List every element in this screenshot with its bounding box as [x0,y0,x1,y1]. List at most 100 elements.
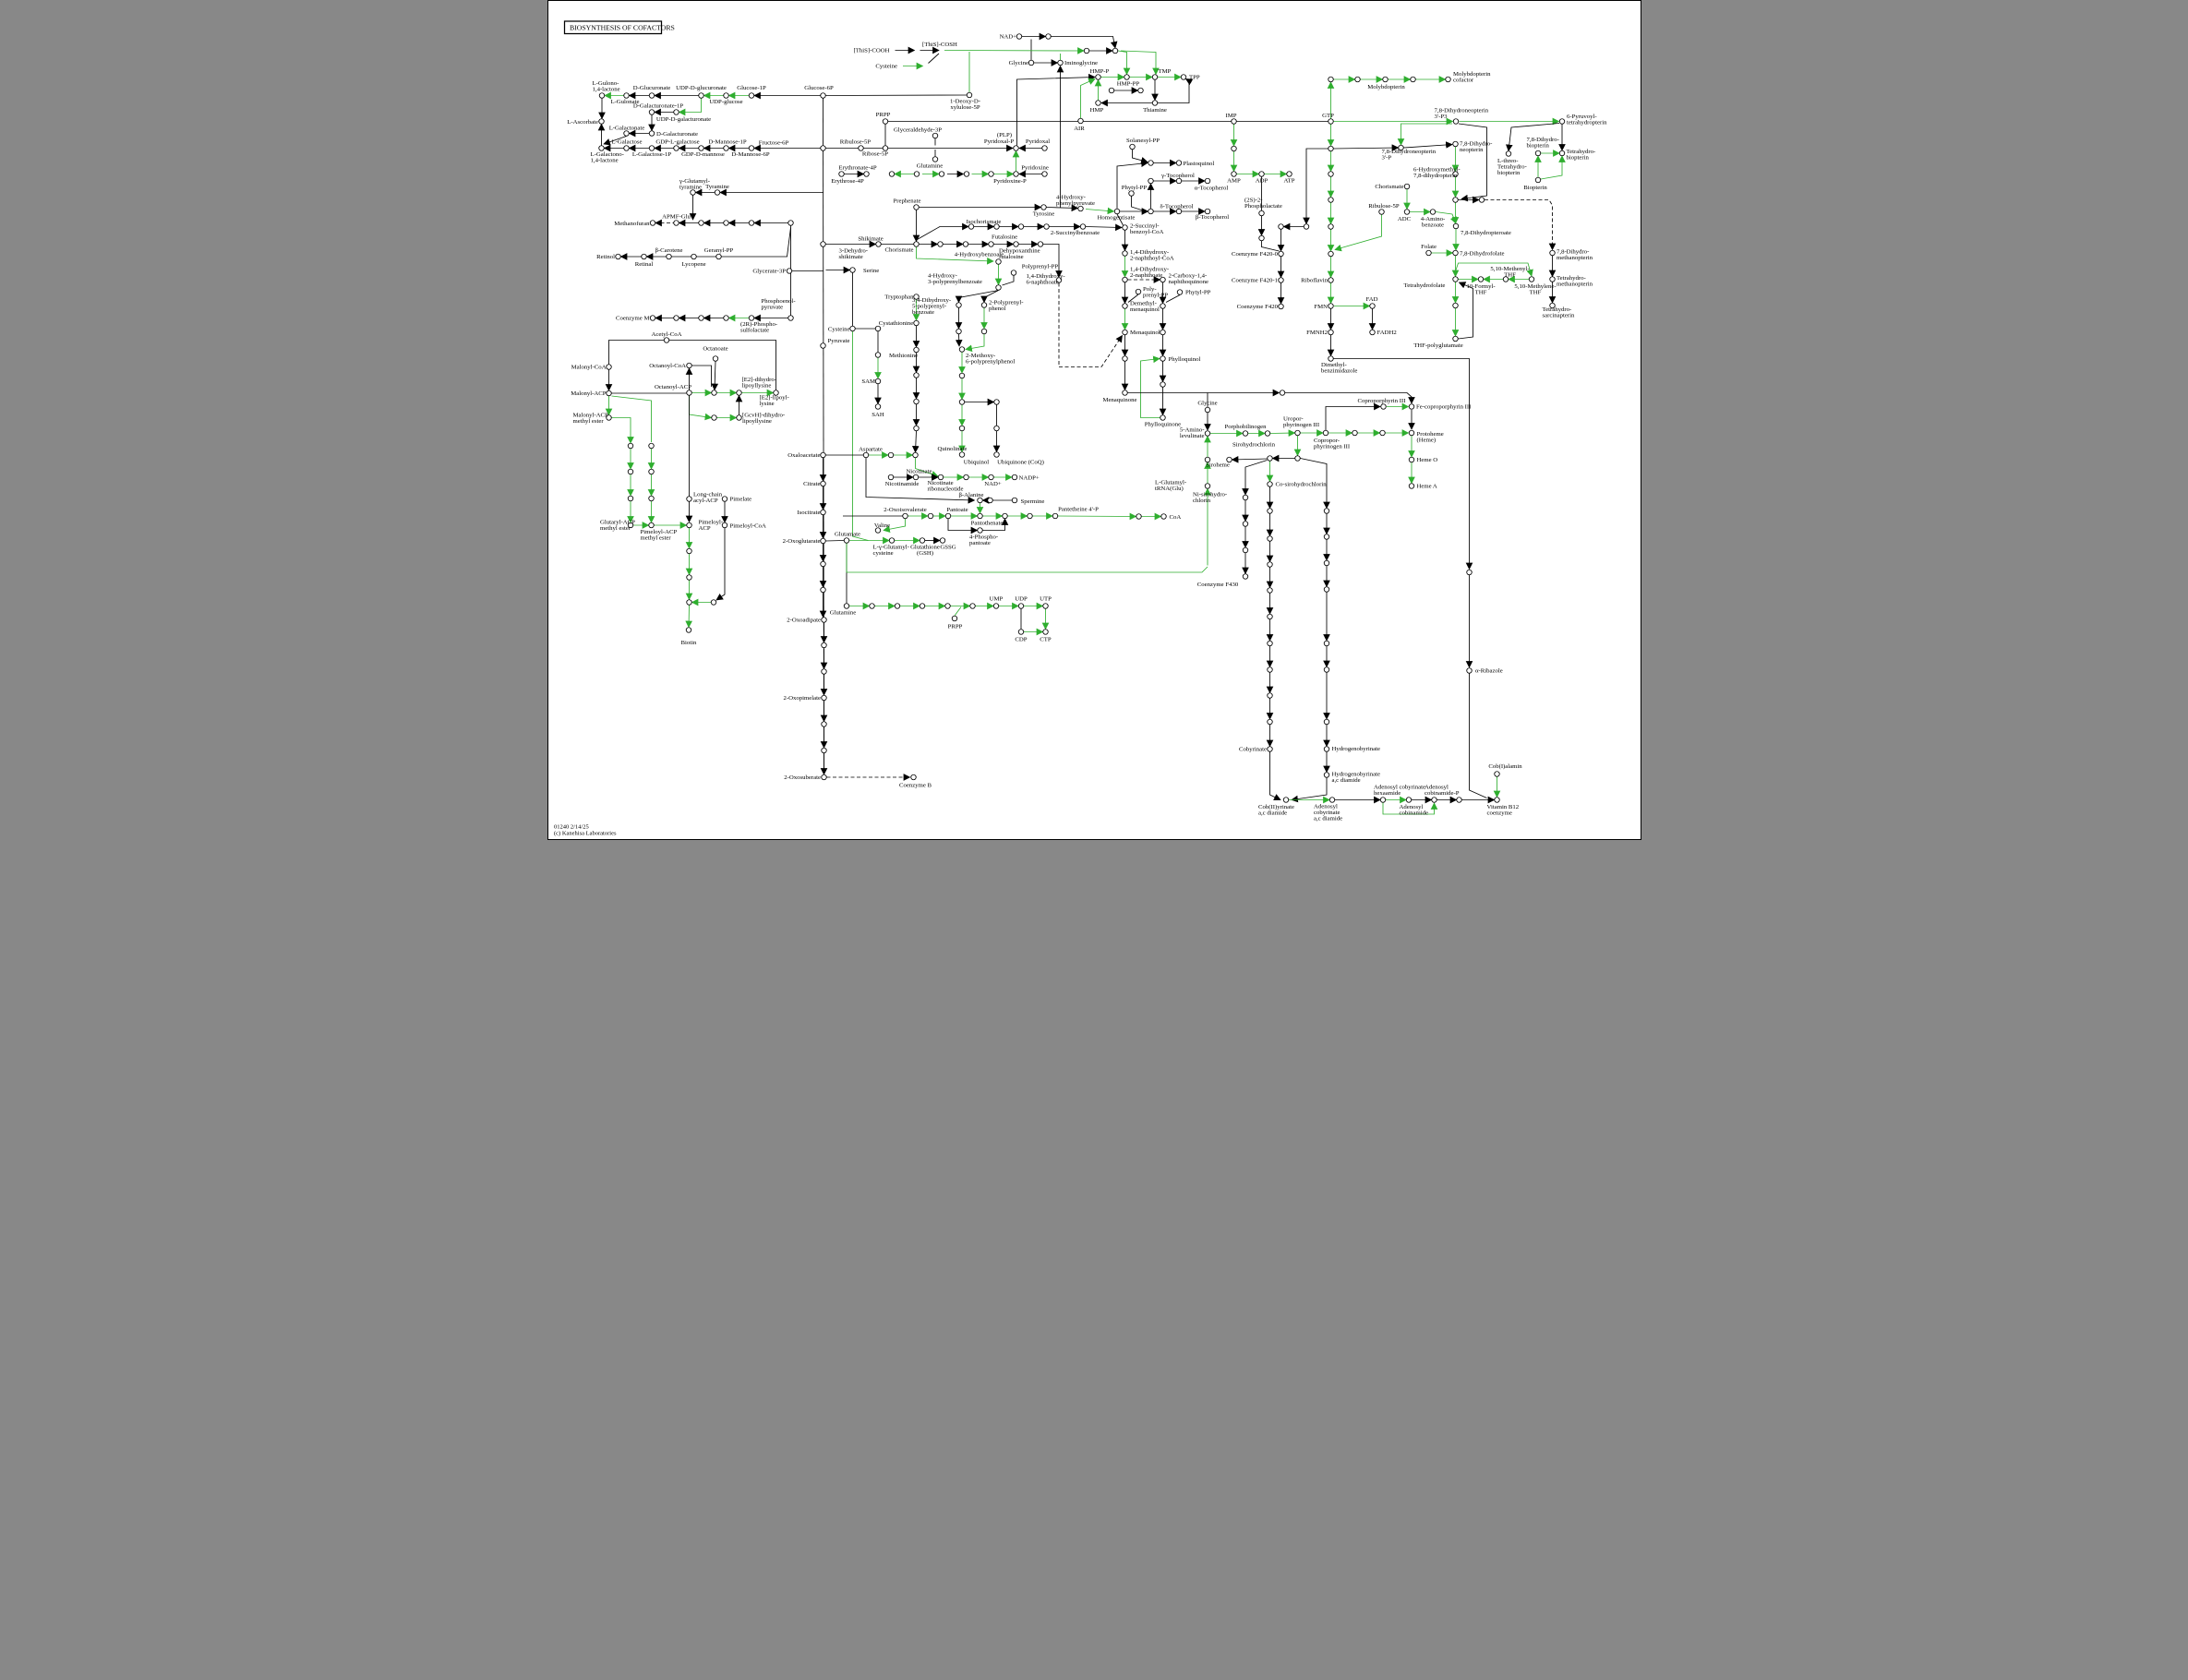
compound-node[interactable] [1323,746,1329,752]
compound-node[interactable] [1017,223,1024,230]
compound-node[interactable] [868,603,875,609]
compound-node[interactable] [1159,303,1166,309]
compound-node[interactable] [647,495,655,502]
compound-node[interactable] [862,451,869,459]
compound-node[interactable] [714,189,720,196]
compound-node[interactable] [1293,429,1301,437]
compound-node[interactable] [648,109,655,115]
compound-node[interactable] [1121,329,1128,336]
compound-node[interactable] [1327,355,1334,362]
compound-node[interactable] [843,603,849,609]
compound-node[interactable] [1242,430,1248,437]
compound-node[interactable] [919,537,925,544]
compound-node[interactable] [1548,249,1556,257]
compound-node[interactable] [1379,797,1386,803]
compound-node[interactable] [1175,177,1182,185]
compound-node[interactable] [887,451,894,459]
compound-node[interactable] [837,171,845,177]
compound-node[interactable] [1327,303,1334,309]
compound-node[interactable] [627,495,633,502]
compound-node[interactable] [912,372,920,378]
compound-node[interactable] [648,92,655,99]
compound-node[interactable] [938,171,944,177]
compound-node[interactable] [1037,241,1043,247]
compound-node[interactable] [1121,224,1128,231]
compound-node[interactable] [888,537,895,544]
compound-node[interactable] [1266,746,1273,752]
compound-node[interactable] [627,442,633,450]
compound-node[interactable] [722,145,729,151]
compound-node[interactable] [1257,210,1265,217]
compound-node[interactable] [1123,74,1130,80]
compound-node[interactable] [1408,483,1414,489]
compound-node[interactable] [819,92,826,99]
compound-node[interactable] [819,480,826,487]
compound-node[interactable] [987,241,994,247]
compound-node[interactable] [1465,667,1473,674]
compound-node[interactable] [994,258,1002,265]
compound-node[interactable] [987,474,994,481]
compound-node[interactable] [958,399,965,405]
compound-node[interactable] [748,92,754,99]
compound-node[interactable] [605,414,612,421]
compound-node[interactable] [909,774,917,781]
compound-node[interactable] [748,220,754,226]
compound-node[interactable] [912,319,920,327]
compound-node[interactable] [958,425,965,432]
compound-node[interactable] [672,145,679,151]
compound-node[interactable] [1266,692,1273,699]
compound-node[interactable] [1455,797,1462,803]
compound-node[interactable] [1451,140,1459,148]
compound-node[interactable] [697,92,704,99]
compound-node[interactable] [640,253,647,260]
compound-node[interactable] [1094,74,1101,80]
compound-node[interactable] [1108,87,1114,94]
compound-node[interactable] [1451,276,1459,282]
compound-node[interactable] [1323,508,1329,514]
compound-node[interactable] [1327,223,1334,230]
compound-node[interactable] [685,496,692,502]
compound-node[interactable] [622,145,630,151]
compound-node[interactable] [1016,33,1022,40]
compound-node[interactable] [932,156,938,162]
compound-node[interactable] [748,315,754,321]
compound-node[interactable] [1147,160,1154,166]
compound-node[interactable] [1242,546,1248,554]
compound-node[interactable] [1493,797,1500,803]
compound-node[interactable] [1136,87,1144,94]
compound-node[interactable] [665,253,672,260]
compound-node[interactable] [874,378,881,385]
compound-node[interactable] [1409,76,1416,83]
compound-node[interactable] [1040,145,1048,151]
compound-node[interactable] [1230,171,1237,177]
compound-node[interactable] [1012,241,1019,247]
compound-node[interactable] [912,241,920,247]
compound-node[interactable] [1465,569,1473,576]
compound-node[interactable] [690,253,697,260]
compound-node[interactable] [1159,355,1166,362]
compound-node[interactable] [1112,47,1118,54]
compound-node[interactable] [672,109,679,115]
compound-node[interactable] [1403,209,1410,215]
compound-node[interactable] [912,346,920,354]
compound-node[interactable] [663,337,669,343]
compound-node[interactable] [1040,204,1047,210]
compound-node[interactable] [1534,176,1541,184]
compound-node[interactable] [848,325,856,332]
compound-node[interactable] [1121,303,1128,309]
compound-node[interactable] [1266,508,1273,514]
compound-node[interactable] [820,774,827,781]
compound-node[interactable] [1368,329,1376,336]
compound-node[interactable] [1378,429,1386,437]
compound-node[interactable] [1076,205,1084,212]
compound-node[interactable] [1026,512,1033,520]
compound-node[interactable] [1257,234,1265,242]
compound-node[interactable] [955,302,962,308]
compound-node[interactable] [820,721,827,727]
compound-node[interactable] [1042,223,1050,230]
compound-node[interactable] [976,512,983,520]
compound-node[interactable] [1266,535,1273,542]
compound-node[interactable] [976,497,983,504]
compound-node[interactable] [1403,183,1410,190]
compound-node[interactable] [1121,276,1128,283]
